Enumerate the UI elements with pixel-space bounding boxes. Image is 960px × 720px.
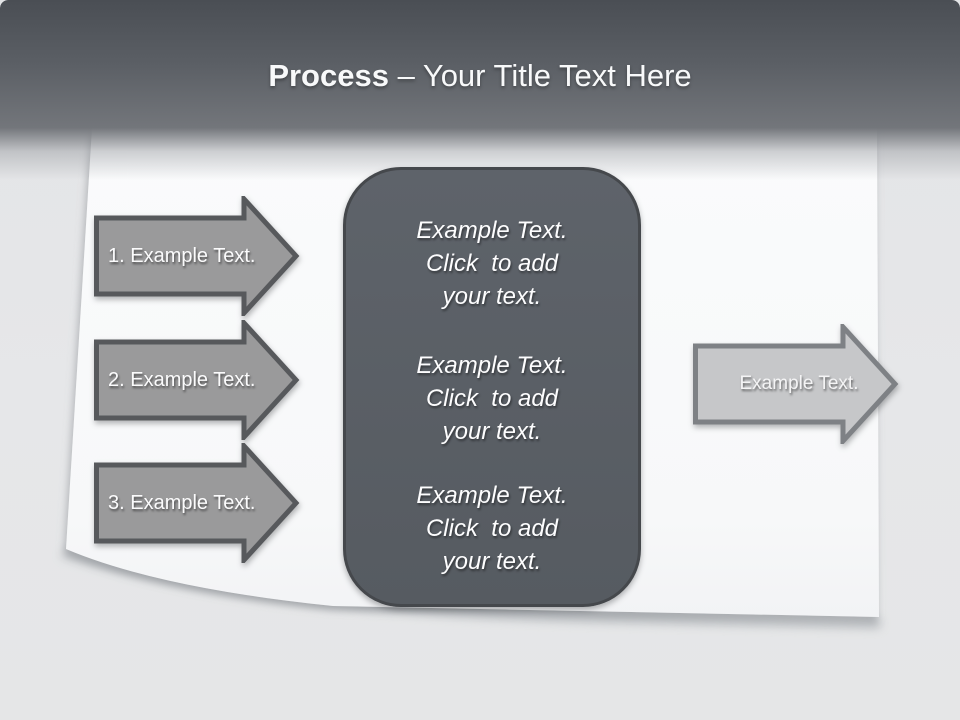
text-line: your text. <box>442 548 542 575</box>
text-line: Example Text. <box>416 352 568 379</box>
center-text-panel[interactable]: Example Text. Click to add your text. Ex… <box>343 167 641 607</box>
placeholder-text-block[interactable]: Example Text. Click to add your text. <box>346 349 638 448</box>
slide-title[interactable]: Process – Your Title Text Here <box>0 57 960 95</box>
process-arrow-1[interactable]: 1. Example Text. <box>94 196 300 316</box>
text-line: Click to add <box>425 250 559 277</box>
text-line: Click to add <box>425 385 559 412</box>
text-line: Example Text. <box>416 482 568 509</box>
process-arrow-3[interactable]: 3. Example Text. <box>94 443 300 563</box>
text-line: Example Text. <box>416 217 568 244</box>
header-band <box>0 0 960 128</box>
arrow-label: Example Text. <box>739 373 859 394</box>
result-arrow[interactable]: Example Text. <box>693 324 899 444</box>
placeholder-text-block[interactable]: Example Text. Click to add your text. <box>346 479 638 578</box>
title-emphasis: Process <box>268 58 389 93</box>
block-arrow-right-icon <box>693 324 899 444</box>
block-arrow-right-icon <box>94 196 300 316</box>
block-arrow-right-icon <box>94 443 300 563</box>
arrow-label: 3. Example Text. <box>108 491 256 514</box>
block-arrow-right-icon <box>94 320 300 440</box>
title-rest: – Your Title Text Here <box>388 58 692 93</box>
process-arrow-2[interactable]: 2. Example Text. <box>94 320 300 440</box>
arrow-label: 1. Example Text. <box>108 244 256 267</box>
text-line: Click to add <box>425 515 559 542</box>
placeholder-text-block[interactable]: Example Text. Click to add your text. <box>346 214 638 313</box>
text-line: your text. <box>442 283 542 310</box>
text-line: your text. <box>442 418 542 445</box>
arrow-label: 2. Example Text. <box>108 368 256 391</box>
